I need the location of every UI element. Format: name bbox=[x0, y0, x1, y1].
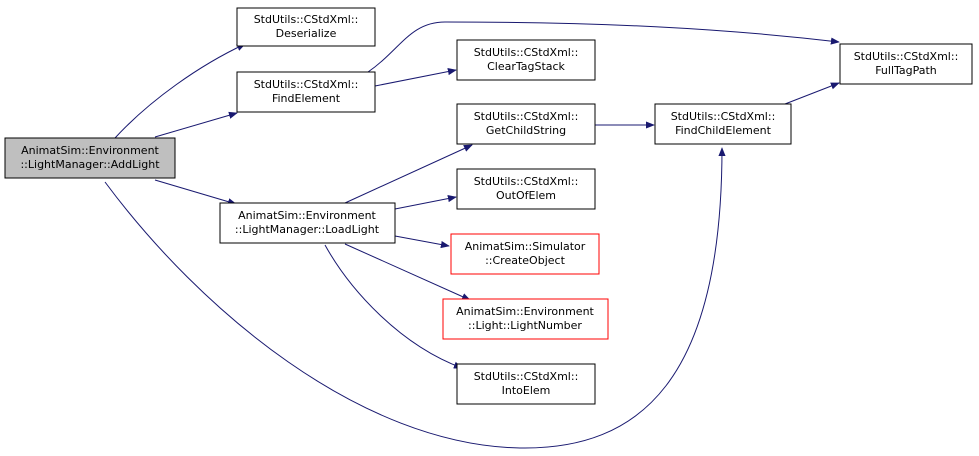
node-deserialize-line2: Deserialize bbox=[276, 27, 337, 40]
edges bbox=[104, 21, 840, 449]
edge-findelement-fulltagpath bbox=[367, 21, 840, 73]
node-find-child-element-line1: StdUtils::CStdXml:: bbox=[671, 110, 776, 123]
node-find-element-line1: StdUtils::CStdXml:: bbox=[254, 78, 359, 91]
edge-addlight-findchildelement bbox=[104, 147, 726, 449]
node-into-elem[interactable]: StdUtils::CStdXml:: IntoElem bbox=[456, 363, 596, 405]
edge-loadlight-intoelem bbox=[324, 244, 463, 369]
node-deserialize-line1: StdUtils::CStdXml:: bbox=[254, 13, 359, 26]
node-clear-tag-stack-line2: ClearTagStack bbox=[487, 60, 565, 73]
node-get-child-string-line1: StdUtils::CStdXml:: bbox=[474, 110, 579, 123]
edge-loadlight-getchildstring bbox=[344, 144, 473, 204]
node-full-tag-path-line1: StdUtils::CStdXml:: bbox=[854, 50, 959, 63]
node-full-tag-path-line2: FullTagPath bbox=[875, 64, 937, 77]
node-find-element-line2: FindElement bbox=[272, 92, 341, 105]
node-load-light-line2: ::LightManager::LoadLight bbox=[235, 223, 380, 236]
node-load-light[interactable]: AnimatSim::Environment ::LightManager::L… bbox=[219, 202, 396, 244]
edge-loadlight-outofelem bbox=[394, 195, 457, 210]
node-add-light-line2: ::LightManager::AddLight bbox=[20, 158, 160, 171]
edge-addlight-loadlight bbox=[154, 179, 237, 206]
node-clear-tag-stack-line1: StdUtils::CStdXml:: bbox=[474, 46, 579, 59]
node-create-object-line1: AnimatSim::Simulator bbox=[465, 240, 586, 253]
node-clear-tag-stack[interactable]: StdUtils::CStdXml:: ClearTagStack bbox=[456, 39, 596, 81]
node-find-element[interactable]: StdUtils::CStdXml:: FindElement bbox=[236, 71, 376, 113]
node-get-child-string[interactable]: StdUtils::CStdXml:: GetChildString bbox=[456, 103, 596, 145]
node-full-tag-path[interactable]: StdUtils::CStdXml:: FullTagPath bbox=[839, 43, 973, 85]
node-into-elem-line2: IntoElem bbox=[502, 384, 551, 397]
edge-findchildelement-fulltagpath bbox=[784, 82, 840, 105]
node-out-of-elem-line2: OutOfElem bbox=[496, 189, 556, 202]
node-create-object[interactable]: AnimatSim::Simulator ::CreateObject bbox=[450, 233, 600, 275]
node-deserialize[interactable]: StdUtils::CStdXml:: Deserialize bbox=[236, 7, 376, 47]
edge-loadlight-createobject bbox=[394, 235, 450, 249]
node-light-number-line2: ::Light::LightNumber bbox=[468, 319, 582, 332]
node-add-light[interactable]: AnimatSim::Environment ::LightManager::A… bbox=[4, 137, 176, 179]
edge-findelement-cleartagstack bbox=[374, 68, 457, 87]
node-create-object-line2: ::CreateObject bbox=[485, 254, 565, 267]
node-out-of-elem[interactable]: StdUtils::CStdXml:: OutOfElem bbox=[456, 168, 596, 210]
node-out-of-elem-line1: StdUtils::CStdXml:: bbox=[474, 175, 579, 188]
edge-loadlight-lightnumber bbox=[344, 243, 471, 301]
node-find-child-element[interactable]: StdUtils::CStdXml:: FindChildElement bbox=[654, 103, 792, 145]
node-find-child-element-line2: FindChildElement bbox=[675, 124, 772, 137]
node-load-light-line1: AnimatSim::Environment bbox=[238, 209, 376, 222]
node-get-child-string-line2: GetChildString bbox=[486, 124, 566, 137]
node-add-light-line1: AnimatSim::Environment bbox=[21, 144, 159, 157]
node-light-number-line1: AnimatSim::Environment bbox=[456, 305, 594, 318]
edge-addlight-findelement bbox=[154, 111, 238, 138]
node-light-number[interactable]: AnimatSim::Environment ::Light::LightNum… bbox=[442, 298, 609, 340]
node-into-elem-line1: StdUtils::CStdXml:: bbox=[474, 370, 579, 383]
edge-addlight-deserialize bbox=[114, 43, 246, 139]
